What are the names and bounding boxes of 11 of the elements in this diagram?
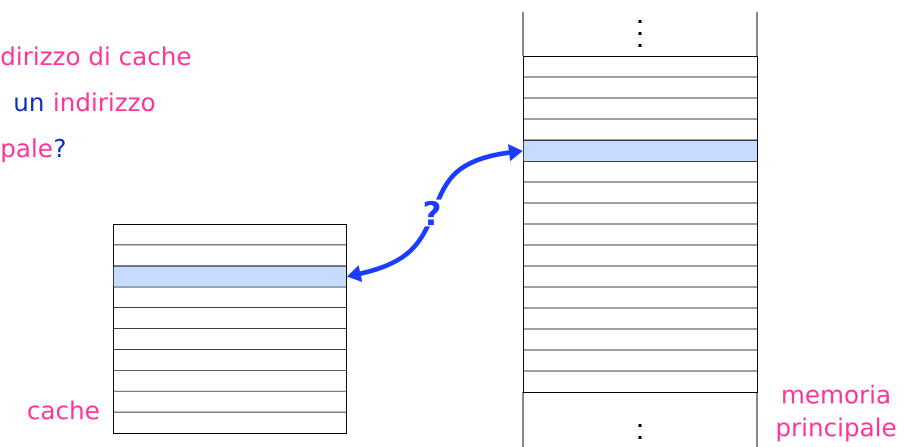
question-text: ? (55, 138, 65, 157)
question-text: un (15, 97, 42, 112)
question-text: indirizzo (55, 92, 154, 112)
edge-label: ? (424, 200, 440, 226)
highlighted-row (523, 140, 758, 162)
question-text: dirizzo di cache (2, 46, 190, 66)
question-text: pale (2, 138, 52, 162)
highlighted-row (113, 266, 347, 288)
side-label: cache (28, 400, 98, 420)
side-label: memoria principale (778, 384, 896, 442)
memory-table (522, 12, 758, 447)
